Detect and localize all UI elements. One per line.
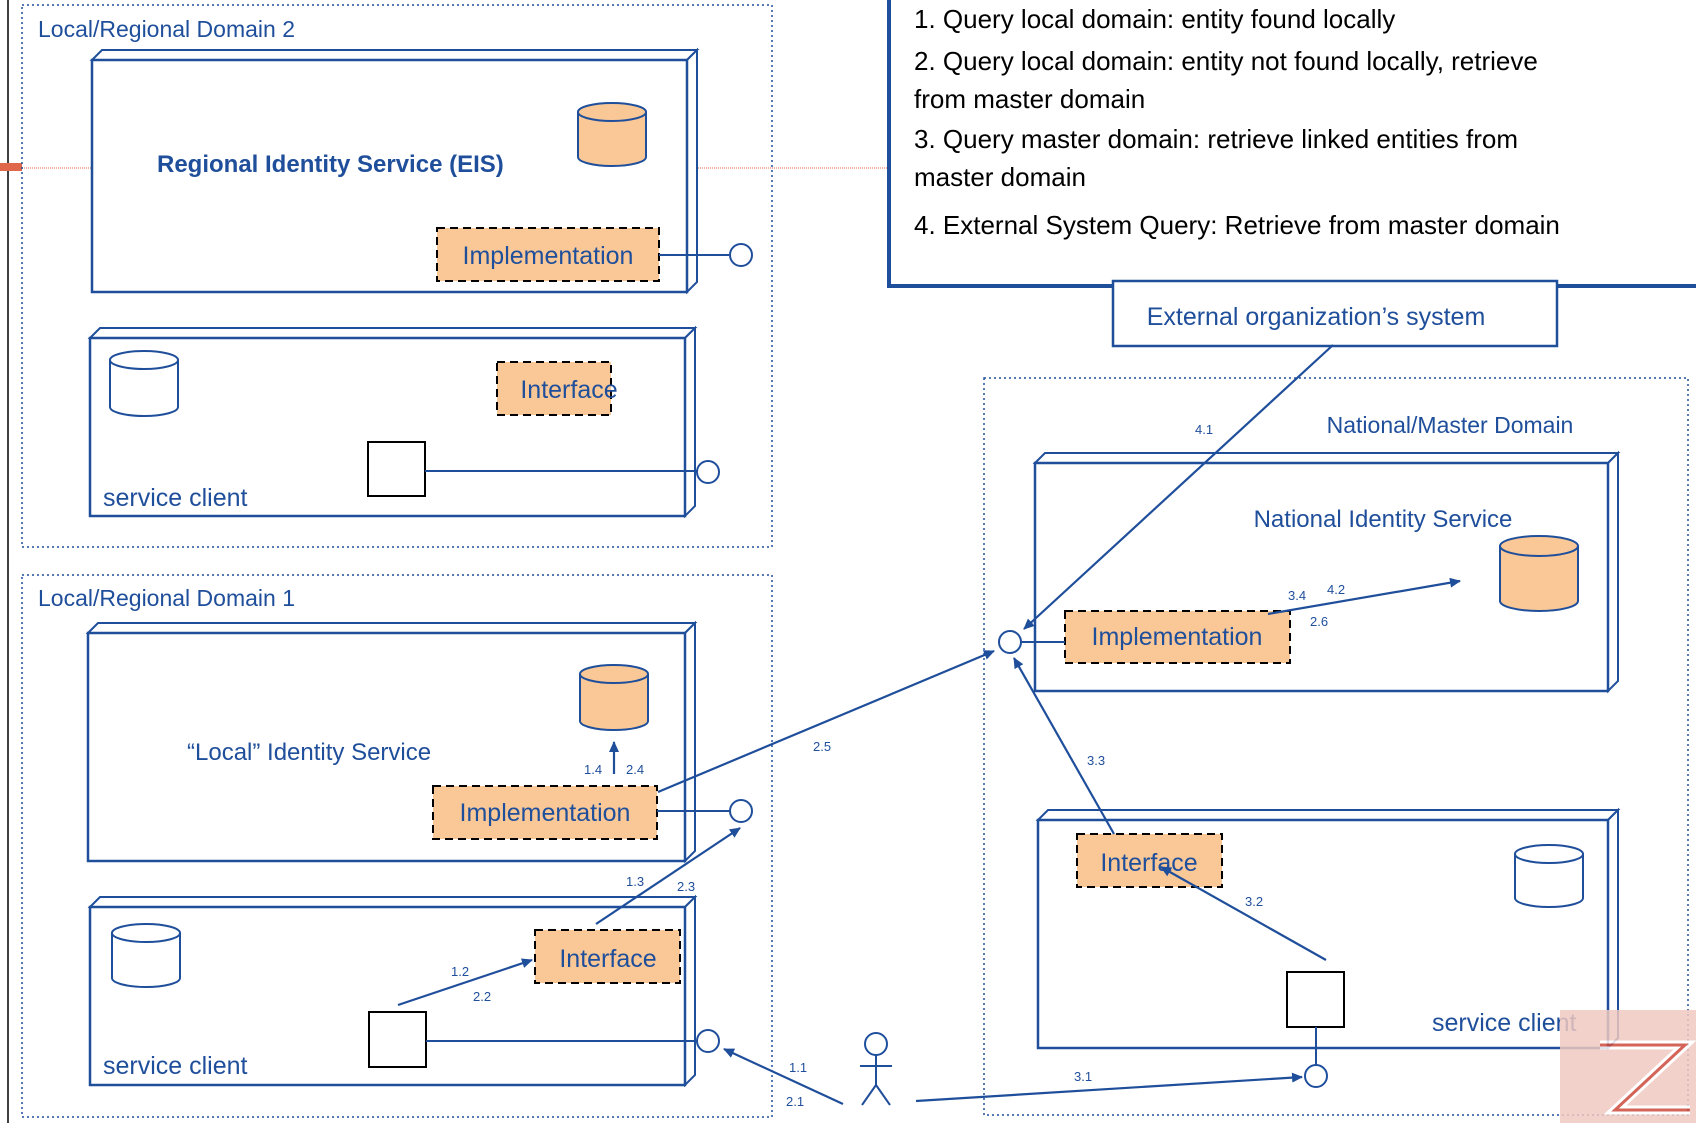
step-4-1: 4.1 bbox=[1195, 422, 1213, 437]
d1-client-square bbox=[368, 1011, 427, 1068]
arrow-interface-to-national-port bbox=[1013, 657, 1115, 835]
national-implementation-label: Implementation bbox=[1092, 623, 1263, 651]
step-3-1: 3.1 bbox=[1074, 1069, 1092, 1084]
step-3-4: 3.4 bbox=[1288, 588, 1306, 603]
eis-port-circle bbox=[729, 243, 753, 267]
step-2-3: 2.3 bbox=[677, 879, 695, 894]
arrow-client-to-d1-interface bbox=[397, 958, 533, 1007]
arrow-external-to-national-port bbox=[1023, 344, 1334, 630]
arrow-interface-to-local-impl bbox=[595, 827, 741, 925]
d2-interface-box bbox=[496, 361, 612, 416]
national-client-port-circle bbox=[1304, 1064, 1328, 1088]
eis-implementation-box bbox=[436, 227, 660, 282]
step-2-5: 2.5 bbox=[813, 739, 831, 754]
national-interface-box bbox=[1076, 833, 1223, 888]
eis-node bbox=[89, 47, 700, 295]
national-domain-title: National/Master Domain bbox=[1327, 412, 1574, 438]
domain-2-title: Local/Regional Domain 2 bbox=[38, 16, 295, 42]
step-4-2: 4.2 bbox=[1327, 582, 1345, 597]
d1-interface-box bbox=[534, 929, 681, 984]
watermark-logo bbox=[1560, 1010, 1696, 1123]
d2-client-square bbox=[367, 441, 426, 497]
national-identity-title: National Identity Service bbox=[1254, 506, 1513, 533]
d1-client-database-icon bbox=[111, 923, 181, 988]
domain-2-frame bbox=[21, 4, 773, 548]
arrow-local-to-national bbox=[657, 649, 995, 794]
legend-box bbox=[887, 0, 1696, 288]
local-implementation-label: Implementation bbox=[460, 799, 631, 827]
national-service-client-label: service client bbox=[1432, 1009, 1577, 1037]
header-divider bbox=[0, 163, 1696, 171]
d1-interface-label: Interface bbox=[559, 945, 656, 973]
step-1-2: 1.2 bbox=[451, 964, 469, 979]
eis-implementation-label: Implementation bbox=[463, 242, 634, 270]
national-port-circle bbox=[998, 630, 1022, 654]
step-2-4: 2.4 bbox=[626, 762, 644, 777]
local-implementation-box bbox=[432, 785, 658, 840]
d2-service-client-label: service client bbox=[103, 484, 248, 512]
external-system-box bbox=[1111, 279, 1559, 348]
legend-item-1: 1. Query local domain: entity found loca… bbox=[914, 4, 1395, 34]
user-actor-icon bbox=[860, 1032, 892, 1106]
legend-item-3-cont: master domain bbox=[914, 162, 1086, 192]
local-database-icon bbox=[579, 664, 649, 731]
arrow-user-to-national-client bbox=[915, 1072, 1303, 1103]
domain-1-frame bbox=[21, 574, 773, 1118]
national-interface-label: Interface bbox=[1100, 849, 1197, 877]
domain-1-title: Local/Regional Domain 1 bbox=[38, 585, 295, 611]
d2-client-database-icon bbox=[109, 350, 179, 417]
legend-item-2: 2. Query local domain: entity not found … bbox=[914, 46, 1538, 76]
d1-client-port-circle bbox=[696, 1029, 720, 1053]
arrow-user-to-d1-client bbox=[723, 1048, 844, 1105]
step-3-3: 3.3 bbox=[1087, 753, 1105, 768]
step-1-1: 1.1 bbox=[789, 1060, 807, 1075]
step-2-6: 2.6 bbox=[1310, 614, 1328, 629]
national-client-database-icon bbox=[1514, 844, 1584, 908]
step-2-1: 2.1 bbox=[786, 1094, 804, 1109]
national-implementation-box bbox=[1064, 610, 1291, 664]
national-domain-frame bbox=[983, 377, 1689, 1116]
legend-item-4: 4. External System Query: Retrieve from … bbox=[914, 210, 1560, 240]
arrow-impl-to-national-db bbox=[1267, 577, 1461, 616]
national-database-icon bbox=[1499, 535, 1579, 612]
legend-item-3: 3. Query master domain: retrieve linked … bbox=[914, 124, 1518, 154]
eis-title: Regional Identity Service (EIS) bbox=[157, 151, 504, 178]
step-2-2: 2.2 bbox=[473, 989, 491, 1004]
step-1-4: 1.4 bbox=[584, 762, 602, 777]
legend-item-2-cont: from master domain bbox=[914, 84, 1145, 114]
eis-database-icon bbox=[577, 102, 647, 167]
step-1-3: 1.3 bbox=[626, 874, 644, 889]
national-client-square bbox=[1286, 971, 1345, 1028]
local-identity-title: “Local” Identity Service bbox=[187, 739, 431, 766]
d1-service-client-label: service client bbox=[103, 1052, 248, 1080]
d2-interface-label: Interface bbox=[520, 376, 617, 404]
local-port-circle bbox=[729, 799, 753, 823]
d2-client-port-circle bbox=[696, 460, 720, 484]
step-3-2: 3.2 bbox=[1245, 894, 1263, 909]
arrow-client-to-national-interface bbox=[1160, 866, 1327, 961]
external-system-label: External organization’s system bbox=[1147, 303, 1486, 331]
